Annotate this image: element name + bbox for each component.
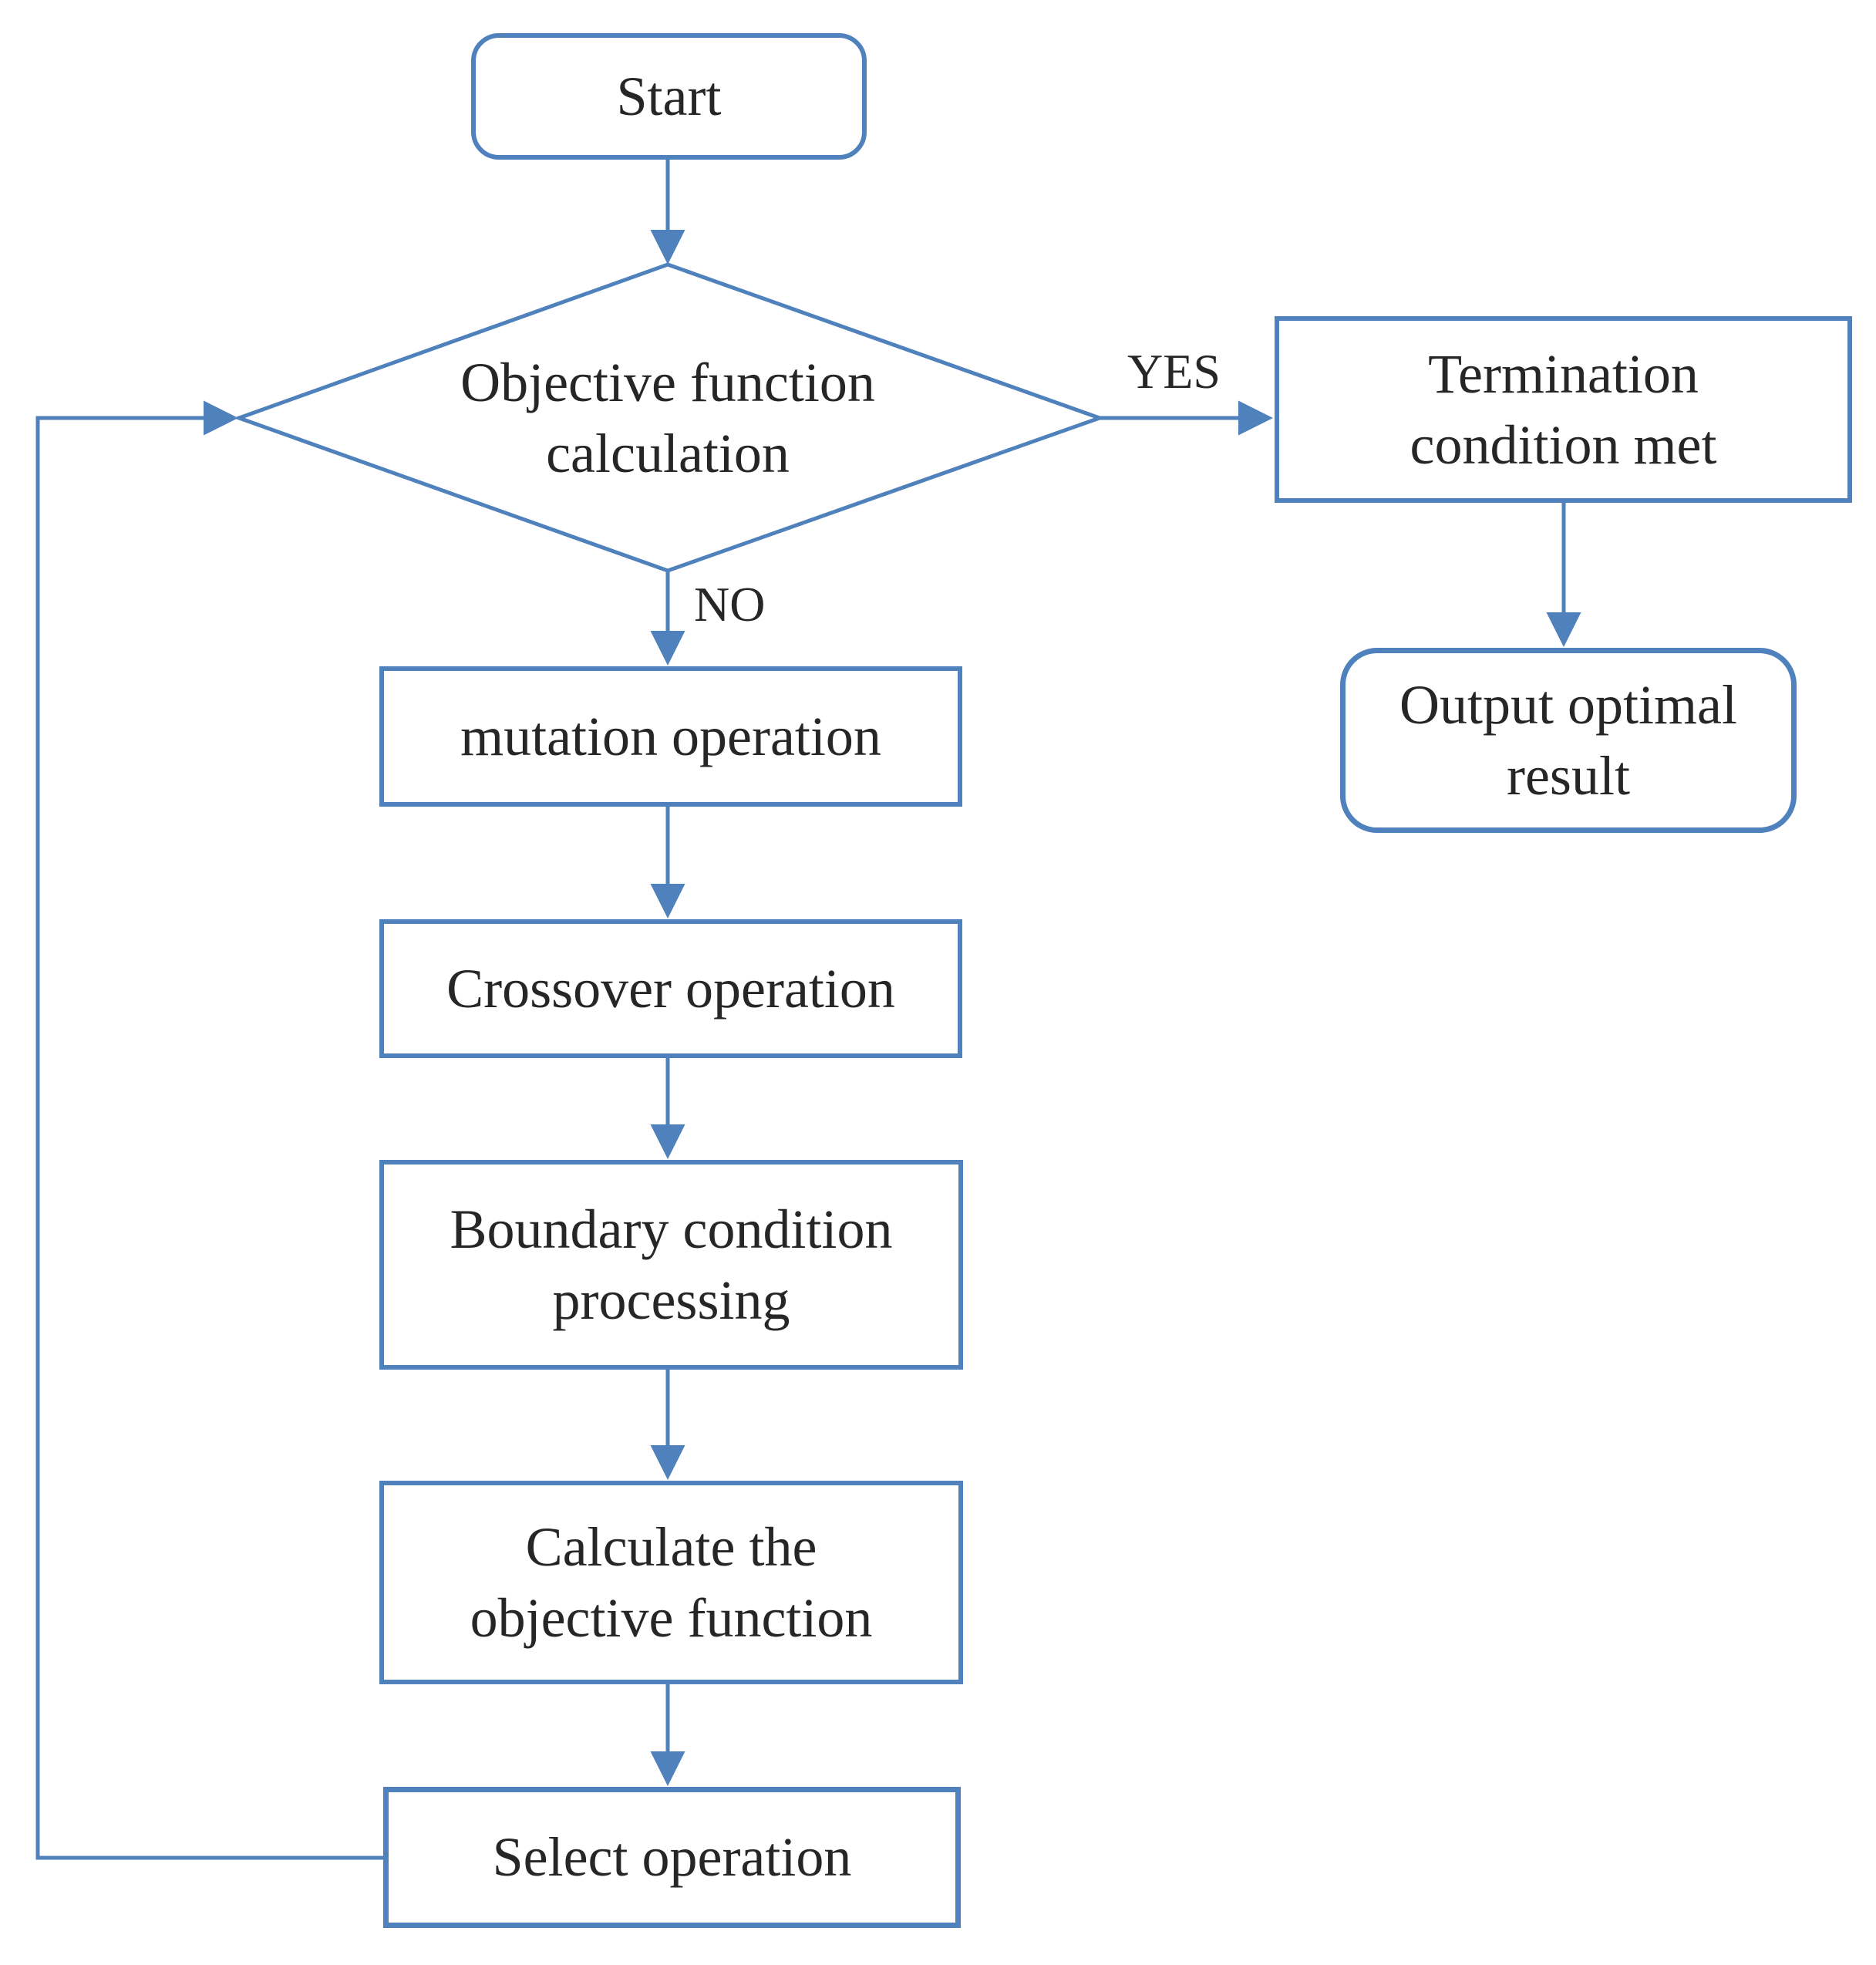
node-output: Output optimal result (1340, 648, 1797, 833)
edge-label-yes: YES (1106, 347, 1241, 396)
node-termination-label: Termination condition met (1410, 342, 1717, 476)
node-crossover-label: Crossover operation (446, 957, 895, 1020)
node-start: Start (471, 33, 867, 160)
edge-select-to-decision-loop (35, 400, 383, 1860)
edge-label-no-text: NO (694, 577, 766, 632)
node-calculate: Calculate the objective function (379, 1481, 963, 1684)
edge-label-yes-text: YES (1127, 344, 1221, 399)
node-termination: Termination condition met (1275, 316, 1852, 503)
node-mutation: mutation operation (379, 666, 962, 807)
node-mutation-label: mutation operation (460, 705, 881, 767)
node-boundary: Boundary condition processing (379, 1160, 963, 1370)
node-output-label: Output optimal result (1399, 673, 1737, 807)
node-calculate-label: Calculate the objective function (470, 1515, 873, 1649)
node-crossover: Crossover operation (379, 919, 962, 1058)
node-start-label: Start (616, 65, 722, 127)
node-decision-label: Objective function calculation (460, 351, 875, 484)
node-select-label: Select operation (492, 1826, 852, 1889)
node-decision: Objective function calculation (332, 315, 1004, 521)
node-boundary-label: Boundary condition processing (450, 1198, 893, 1331)
node-select: Select operation (383, 1787, 961, 1928)
edge-label-no: NO (694, 580, 765, 629)
